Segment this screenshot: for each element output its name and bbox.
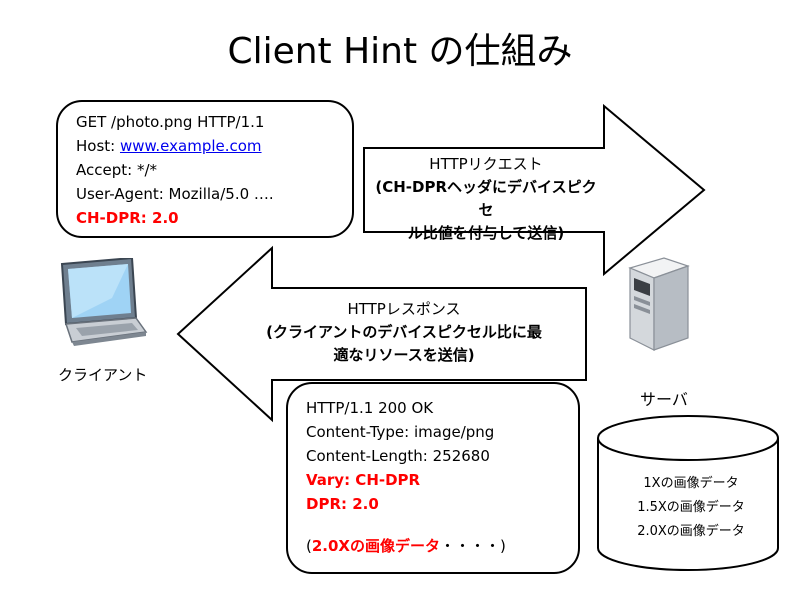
db-item: 2.0Xの画像データ <box>637 524 745 539</box>
response-arrow <box>176 245 587 423</box>
server-icon <box>628 257 690 351</box>
page-title: Client Hint の仕組み <box>227 31 573 72</box>
db-item: 1.5Xの画像データ <box>637 500 745 515</box>
db-item: 1Xの画像データ <box>643 476 739 491</box>
ch-dpr-header: CH-DPR: 2.0 <box>76 209 179 227</box>
content-type-header: Content-Type: image/png <box>306 423 495 441</box>
request-arrow-title: HTTPリクエスト <box>429 155 543 173</box>
response-box: HTTP/1.1 200 OK Content-Type: image/png … <box>286 382 580 574</box>
vary-header: Vary: CH-DPR <box>306 471 421 489</box>
status-line: HTTP/1.1 200 OK <box>306 399 434 417</box>
body-image-data: 2.0Xの画像データ <box>311 537 440 555</box>
body-open: ( <box>306 537 312 555</box>
body-close: ・・・・) <box>440 537 506 555</box>
response-arrow-title: HTTPレスポンス <box>347 300 461 318</box>
user-agent-header: User-Agent: Mozilla/5.0 …. <box>76 185 274 203</box>
dpr-header: DPR: 2.0 <box>306 495 379 513</box>
laptop-icon <box>60 258 148 346</box>
request-arrow-desc-1: (CH-DPRヘッダにデバイスピクセ <box>375 178 597 219</box>
server-label: サーバ <box>640 390 688 409</box>
database-contents: 1Xの画像データ 1.5Xの画像データ 2.0Xの画像データ <box>604 472 778 544</box>
client-label: クライアント <box>58 366 148 384</box>
request-arrow <box>363 103 706 277</box>
host-link[interactable]: www.example.com <box>119 137 262 155</box>
host-header: Host: www.example.com <box>76 134 352 158</box>
accept-header: Accept: */* <box>76 161 157 179</box>
request-arrow-label: HTTPリクエスト (CH-DPRヘッダにデバイスピクセ ル比値を付与して送信) <box>368 153 604 245</box>
request-box: GET /photo.png HTTP/1.1 Host: www.exampl… <box>56 100 354 238</box>
response-arrow-desc-2: 適なリソースを送信) <box>333 346 475 364</box>
response-arrow-label: HTTPレスポンス (クライアントのデバイスピクセル比に最 適なリソースを送信) <box>228 298 580 367</box>
response-body: (2.0Xの画像データ・・・・) <box>306 534 578 558</box>
request-arrow-desc-2: ル比値を付与して送信) <box>407 224 565 242</box>
request-line: GET /photo.png HTTP/1.1 <box>76 113 265 131</box>
response-arrow-desc-1: (クライアントのデバイスピクセル比に最 <box>266 323 542 341</box>
host-header-label: Host: <box>76 137 120 155</box>
content-length-header: Content-Length: 252680 <box>306 447 490 465</box>
